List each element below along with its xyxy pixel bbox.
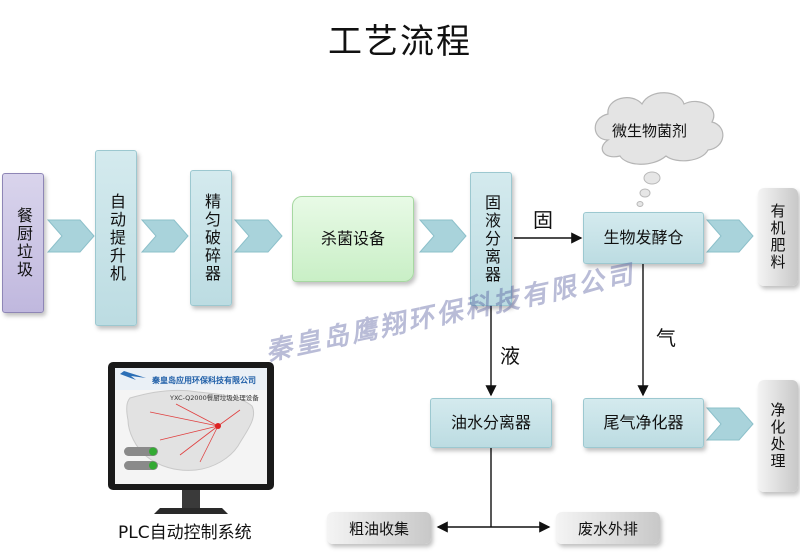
cloud-shape — [594, 92, 724, 165]
liquid-label: 液 — [500, 344, 520, 368]
microbe-agent-label: 微生物菌剂 — [612, 122, 688, 140]
cloud-bubble-icon — [636, 201, 644, 207]
logo-wing-icon — [120, 371, 146, 380]
auto-lift-box: 自动提升机 — [95, 150, 137, 326]
cloud-bubble-icon — [639, 188, 651, 198]
purification-output: 净化处理 — [758, 380, 798, 492]
china-map-shape — [126, 389, 254, 471]
plc-subtitle: YXC-Q2000餐厨垃圾处理设备 — [170, 394, 259, 402]
page-title: 工艺流程 — [328, 22, 472, 62]
kitchen-waste-box: 餐厨垃圾 — [2, 173, 44, 313]
cloud-bubble-icon — [643, 171, 661, 185]
solid-label: 固 — [533, 208, 553, 232]
chevron-arrow-icon — [705, 219, 754, 253]
chevron-arrow-icon — [418, 219, 467, 253]
fermenter-box: 生物发酵仓 — [583, 212, 704, 264]
chevron-arrow-icon — [233, 219, 283, 253]
solid-liquid-separator-box: 固液分离器 — [470, 172, 512, 306]
exhaust-purifier-box: 尾气净化器 — [583, 398, 704, 448]
oil-water-separator-box: 油水分离器 — [430, 398, 552, 448]
plc-company-name: 秦皇岛应用环保科技有限公司 — [152, 376, 256, 385]
gas-label: 气 — [656, 326, 676, 350]
wastewater-output: 废水外排 — [556, 512, 660, 544]
crude-oil-output: 粗油收集 — [327, 512, 431, 544]
chevron-arrow-icon — [140, 219, 189, 253]
status-toggle — [124, 461, 158, 470]
status-toggle — [124, 447, 158, 456]
plc-caption: PLC自动控制系统 — [118, 523, 252, 543]
fine-crusher-box: 精匀破碎器 — [190, 170, 232, 306]
fertilizer-output: 有机肥料 — [758, 188, 798, 286]
chevron-arrow-icon — [705, 407, 754, 441]
sterilizer-scroll: 杀菌设备 — [292, 196, 414, 282]
chevron-arrow-icon — [46, 219, 95, 253]
